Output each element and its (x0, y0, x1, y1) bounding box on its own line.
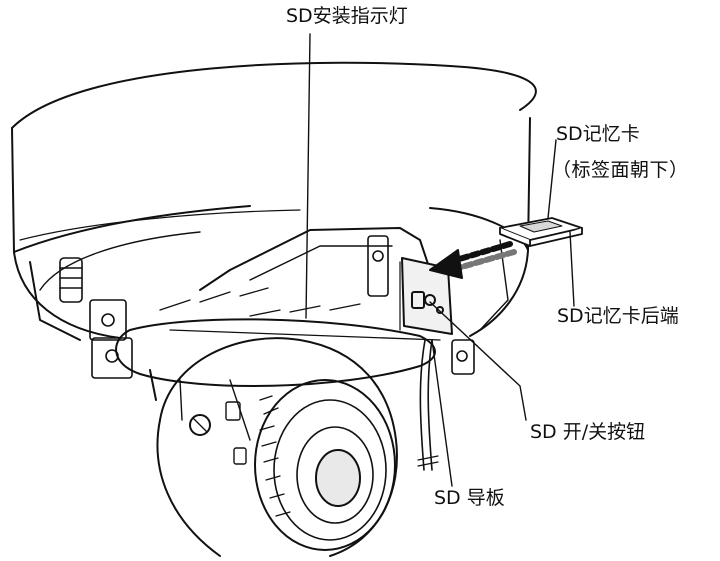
lens-mount-plate (115, 318, 436, 421)
leader-sd-switch (429, 301, 527, 421)
leader-sd-indicator (305, 33, 311, 319)
lens-module (156, 337, 398, 557)
sd-slot-chassis (199, 227, 453, 335)
sd-card-label: SD记忆卡 (556, 123, 640, 145)
sd-card-rear-end-label: SD记忆卡后端 (557, 305, 679, 327)
pcb-slots (159, 287, 441, 341)
leader-sd-card (547, 139, 557, 219)
sd-card-icon (499, 217, 583, 247)
cable (417, 339, 439, 471)
sd-card-orientation-label: （标签面朝下） (552, 159, 689, 181)
leader-lines (305, 33, 575, 487)
leader-sd-guide (431, 339, 453, 487)
insert-arrow-icon (429, 241, 517, 279)
sd-switch-label: SD 开/关按钮 (530, 421, 646, 443)
leader-sd-card-rear (569, 231, 575, 307)
mounting-posts (59, 235, 475, 379)
dome-cover (11, 61, 537, 253)
sd-guide-label: SD 导板 (434, 487, 505, 509)
base-ring (13, 231, 529, 341)
sd-indicator-label: SD安装指示灯 (286, 5, 408, 27)
